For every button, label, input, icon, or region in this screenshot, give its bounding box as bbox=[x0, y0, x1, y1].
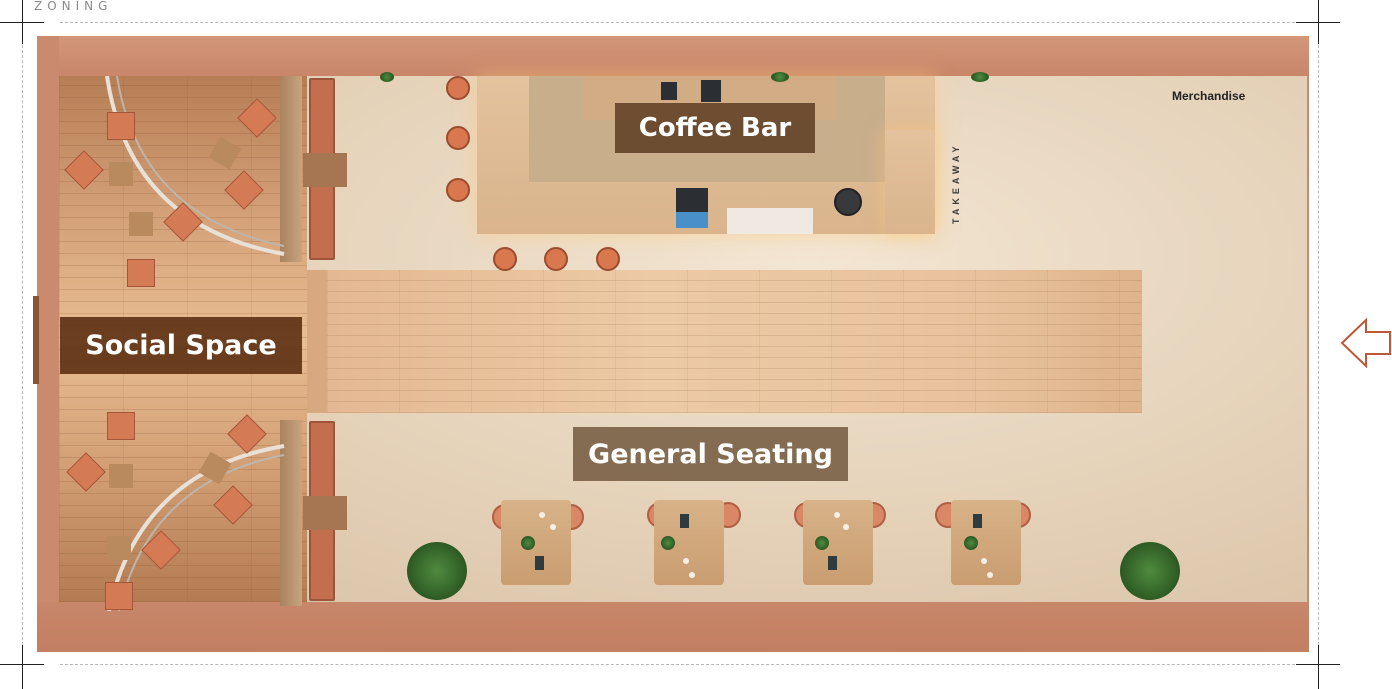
crop-mark bbox=[1318, 645, 1319, 689]
bar-stool bbox=[446, 178, 470, 202]
cup-icon bbox=[981, 558, 987, 564]
frame-bottom-line bbox=[60, 664, 1315, 665]
walkway-link bbox=[307, 270, 329, 413]
crop-mark bbox=[1296, 22, 1340, 23]
bar-stool bbox=[493, 247, 517, 271]
takeaway-label: TAKEAWAY bbox=[951, 142, 961, 224]
pos-terminal-icon bbox=[676, 188, 708, 228]
lounge-seat bbox=[107, 412, 135, 440]
cup-icon bbox=[550, 524, 556, 530]
lounge-table bbox=[109, 162, 133, 186]
cup-icon bbox=[539, 512, 545, 518]
bar-stool bbox=[446, 126, 470, 150]
counter-display bbox=[727, 208, 813, 234]
lounge-seat bbox=[105, 582, 133, 610]
plant-icon bbox=[521, 536, 535, 550]
partition-bottom bbox=[280, 420, 302, 606]
wooden-walkway bbox=[327, 270, 1142, 413]
laptop-icon bbox=[973, 514, 982, 528]
bar-stool bbox=[544, 247, 568, 271]
lounge-seat bbox=[107, 112, 135, 140]
frame-left-line bbox=[22, 40, 23, 650]
laptop-icon bbox=[680, 514, 689, 528]
potted-plant-icon bbox=[407, 542, 467, 600]
top-wall bbox=[37, 36, 1309, 76]
lounge-table bbox=[107, 536, 131, 560]
bench-side-table bbox=[303, 496, 347, 530]
lounge-seat bbox=[127, 259, 155, 287]
crop-mark bbox=[0, 664, 44, 665]
grinder-icon bbox=[701, 80, 721, 102]
cafe-table bbox=[501, 500, 571, 585]
laptop-icon bbox=[535, 556, 544, 570]
lounge-table bbox=[109, 464, 133, 488]
bar-stool bbox=[446, 76, 470, 100]
plant-icon bbox=[815, 536, 829, 550]
zone-label-coffee-bar: Coffee Bar bbox=[615, 103, 815, 153]
zone-label-general-seating: General Seating bbox=[573, 427, 848, 481]
cup-icon bbox=[689, 572, 695, 578]
plant-icon bbox=[964, 536, 978, 550]
side-door bbox=[33, 296, 39, 384]
bottom-wall bbox=[37, 602, 1309, 652]
curved-rail-bottom bbox=[107, 444, 285, 611]
partition-top bbox=[280, 76, 302, 262]
crop-mark bbox=[1296, 664, 1340, 665]
potted-plant-icon bbox=[771, 72, 789, 82]
cup-icon bbox=[843, 524, 849, 530]
crop-mark bbox=[22, 645, 23, 689]
blender-icon bbox=[834, 188, 862, 216]
cup-icon bbox=[683, 558, 689, 564]
crop-mark bbox=[0, 22, 44, 23]
cup-icon bbox=[834, 512, 840, 518]
cup-icon bbox=[987, 572, 993, 578]
left-wall bbox=[37, 36, 59, 652]
cafe-table bbox=[951, 500, 1021, 585]
plant-icon bbox=[661, 536, 675, 550]
sheet-title: ZONING bbox=[34, 0, 113, 13]
entry-arrow-icon bbox=[1340, 317, 1391, 369]
counter-return bbox=[885, 130, 935, 234]
laptop-icon bbox=[828, 556, 837, 570]
merchandise-label: Merchandise bbox=[1172, 89, 1246, 103]
potted-plant-icon bbox=[971, 72, 989, 82]
bar-stool bbox=[596, 247, 620, 271]
zone-label-social-space: Social Space bbox=[60, 317, 302, 374]
frame-right-line bbox=[1318, 40, 1319, 650]
espresso-machine-icon bbox=[661, 82, 677, 100]
potted-plant-icon bbox=[1120, 542, 1180, 600]
frame-top-line bbox=[60, 22, 1315, 23]
bench-side-table bbox=[303, 153, 347, 187]
lounge-table bbox=[129, 212, 153, 236]
potted-plant-icon bbox=[380, 72, 394, 82]
